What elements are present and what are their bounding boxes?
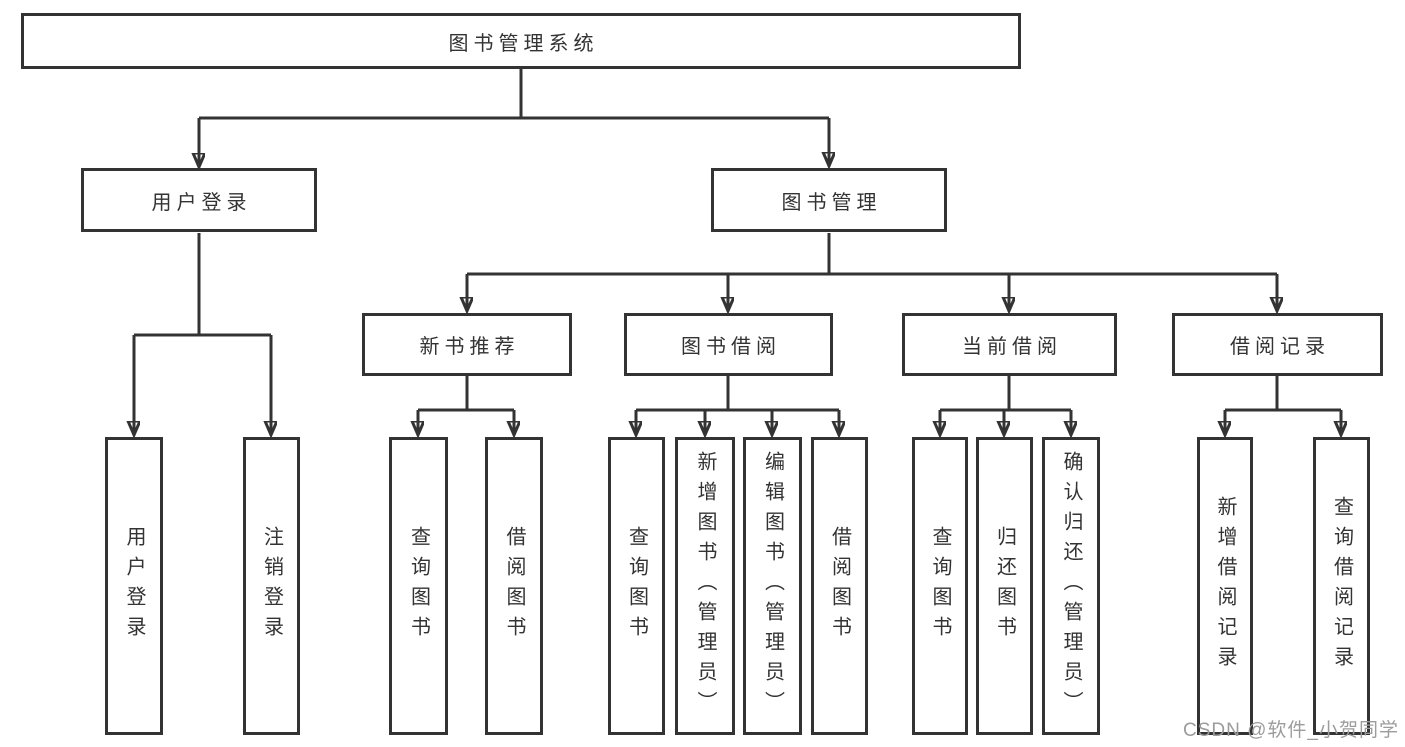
node-book-mgmt: 图书管理: [711, 168, 947, 232]
connector-book-borrow-branch: [636, 376, 839, 434]
node-leaf-borrow-add: 新增图书（管理员）: [675, 437, 735, 735]
node-leaf-borrow-borrow: 借阅图书: [811, 437, 868, 735]
node-leaf-newbook-borrow: 借阅图书: [485, 437, 543, 735]
node-leaf-record-add: 新增借阅记录: [1197, 437, 1253, 735]
node-leaf-newbook-query: 查询图书: [389, 437, 448, 735]
node-leaf-current-query: 查询图书: [912, 437, 968, 735]
connector-borrow-record-branch: [1225, 376, 1341, 434]
node-current-borrow: 当前借阅: [902, 313, 1117, 376]
connector-new-book-branch: [418, 376, 514, 434]
node-leaf-current-confirm: 确认归还（管理员）: [1042, 437, 1100, 735]
node-leaf-record-query: 查询借阅记录: [1313, 437, 1370, 735]
node-leaf-borrow-query: 查询图书: [608, 437, 665, 735]
node-leaf-current-return: 归还图书: [976, 437, 1033, 735]
watermark: CSDN @软件_小贺同学: [1183, 720, 1399, 741]
node-user-login: 用户登录: [81, 168, 317, 232]
node-leaf-logout: 注销登录: [243, 437, 300, 735]
node-leaf-borrow-edit: 编辑图书（管理员）: [743, 437, 802, 735]
node-leaf-user-login: 用户登录: [105, 437, 163, 735]
connector-current-borrow-branch: [940, 376, 1071, 434]
connector-root-to-level2: [199, 69, 829, 166]
connector-user-login-branch: [134, 233, 271, 434]
node-book-borrow: 图书借阅: [624, 313, 833, 376]
node-borrow-record: 借阅记录: [1172, 313, 1383, 376]
connector-book-mgmt-branch: [467, 233, 1277, 310]
node-root-system: 图书管理系统: [21, 13, 1021, 69]
node-new-book: 新书推荐: [362, 313, 572, 376]
